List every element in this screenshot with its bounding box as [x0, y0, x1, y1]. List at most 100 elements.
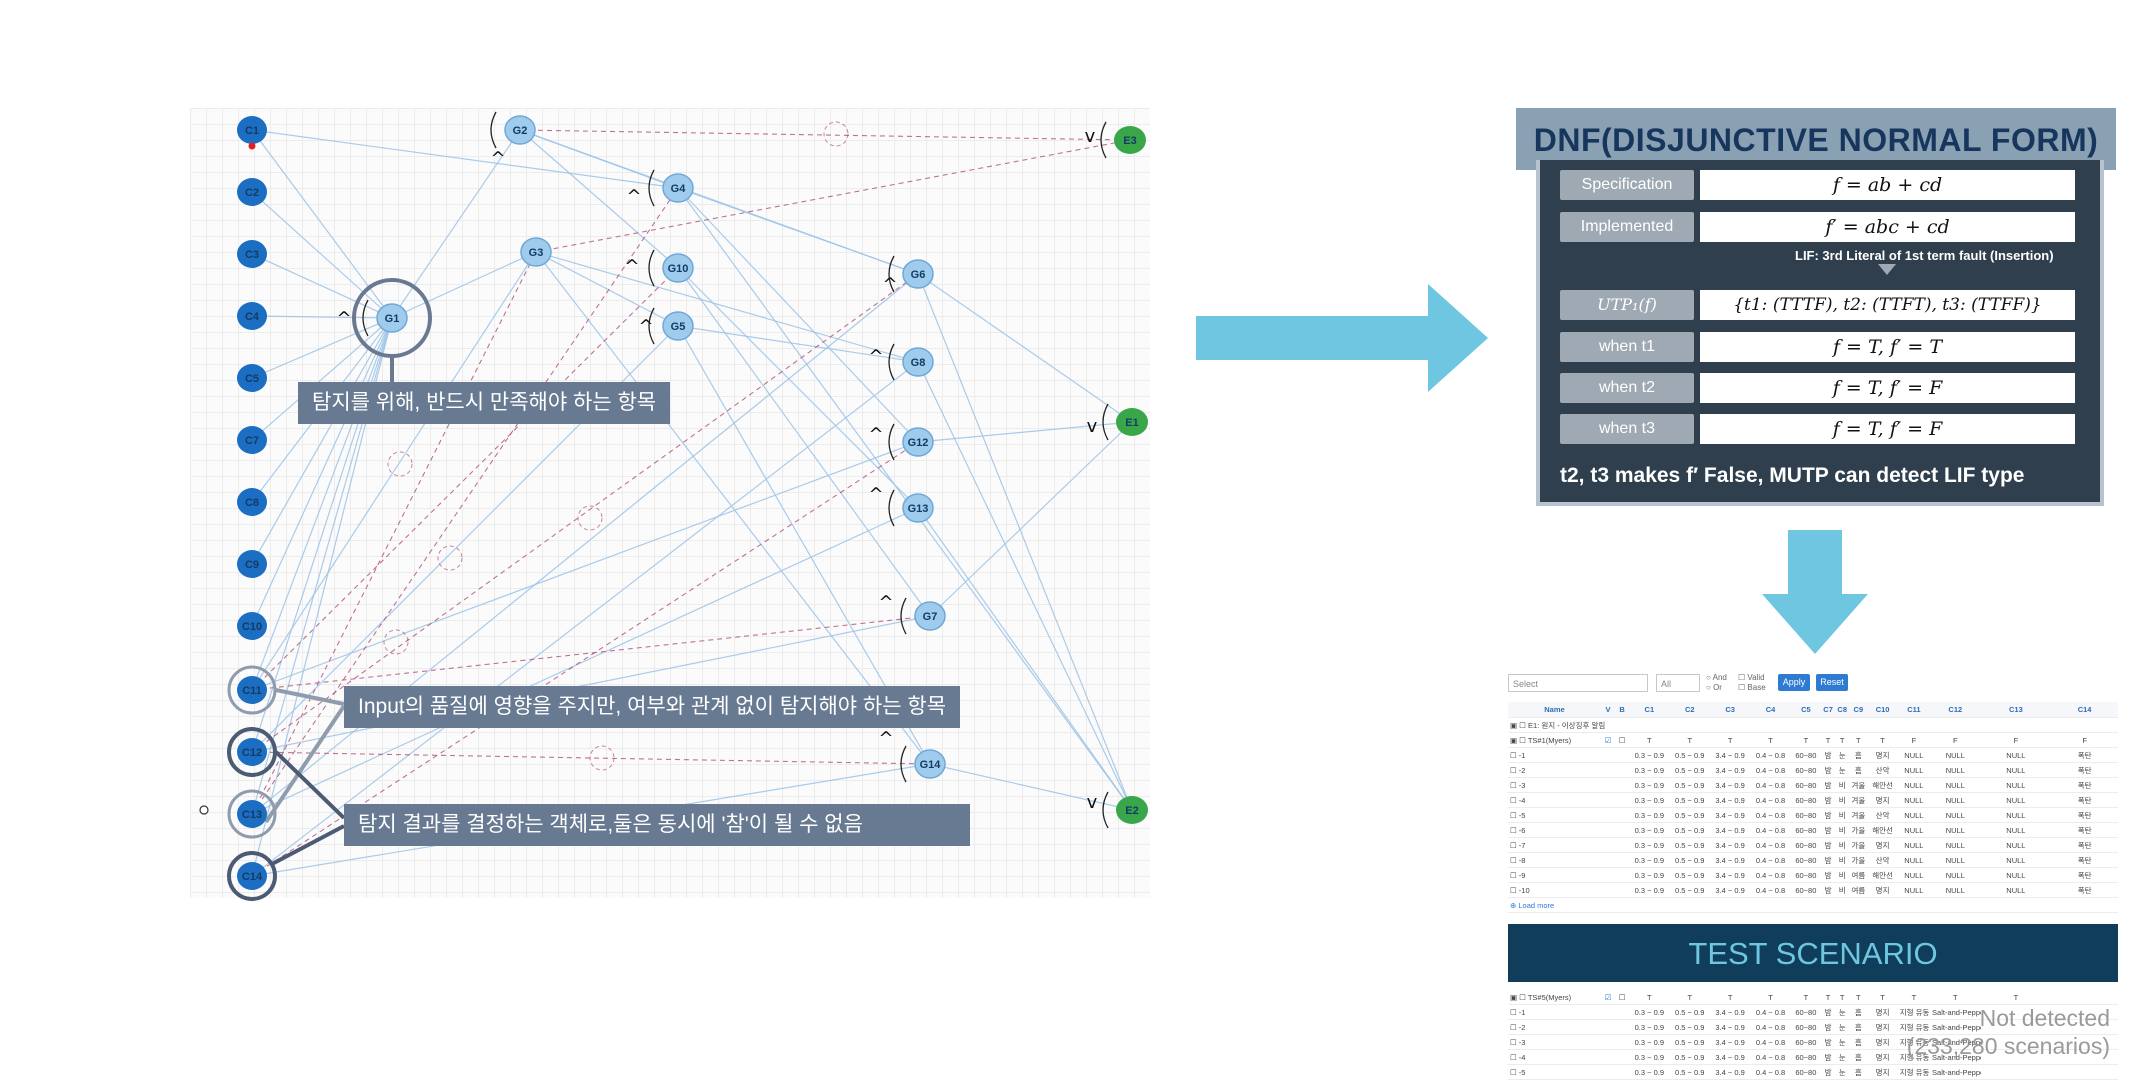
- callout-leader: [274, 750, 346, 820]
- not-detected-label: Not detected: [1979, 1005, 2110, 1031]
- node-circle: [1114, 126, 1146, 154]
- group-label: ▣ ☐ E1: 원지 - 이상징후 알림: [1508, 717, 2118, 733]
- column-header[interactable]: C5: [1790, 702, 1822, 718]
- group-row[interactable]: ▣ ☐ E1: 원지 - 이상징후 알림: [1508, 717, 2118, 733]
- checkbox-valid[interactable]: ☐ Valid: [1738, 673, 1765, 682]
- node-circle: [902, 427, 934, 457]
- column-header[interactable]: C10: [1867, 702, 1898, 718]
- node-C13[interactable]: C13: [237, 800, 267, 828]
- node-G3[interactable]: G3: [520, 237, 552, 267]
- node-G4[interactable]: G4: [662, 173, 694, 203]
- node-G14[interactable]: G14: [914, 749, 946, 779]
- node-E3[interactable]: E3: [1114, 126, 1146, 154]
- node-C14[interactable]: C14: [237, 862, 267, 890]
- node-C7[interactable]: C7: [237, 426, 267, 454]
- node-E2[interactable]: E2: [1116, 796, 1148, 824]
- node-G1[interactable]: G1: [376, 303, 408, 333]
- node-G7[interactable]: G7: [914, 601, 946, 631]
- suite-cell: T: [1835, 732, 1850, 748]
- table-cell: 0.3 ~ 0.9: [1629, 1004, 1670, 1020]
- node-label: C13: [242, 809, 262, 821]
- suite-cell: T: [1930, 990, 1981, 1005]
- edge-G6-E2: [917, 273, 1133, 811]
- column-header[interactable]: C9: [1849, 702, 1868, 718]
- and-operator-icon: ^: [878, 728, 893, 749]
- filter-dropdown[interactable]: All: [1656, 674, 1700, 692]
- node-C4[interactable]: C4: [237, 302, 267, 330]
- column-header[interactable]: C2: [1669, 702, 1710, 718]
- table-cell: 0.3 ~ 0.9: [1629, 1034, 1670, 1050]
- column-header[interactable]: C11: [1897, 702, 1931, 718]
- option-or[interactable]: ○ Or: [1706, 683, 1722, 692]
- column-header[interactable]: Name: [1508, 702, 1601, 718]
- column-header[interactable]: C1: [1629, 702, 1670, 718]
- edge-C7-G1: [251, 317, 393, 441]
- table-cell: 겨울: [1849, 807, 1868, 823]
- node-C1[interactable]: C1: [237, 116, 267, 144]
- node-G2[interactable]: G2: [504, 115, 536, 145]
- constraint-C11-G10: [251, 267, 679, 691]
- node-C10[interactable]: C10: [237, 612, 267, 640]
- table-cell: 0.4 ~ 0.8: [1750, 867, 1791, 883]
- node-C12[interactable]: C12: [237, 738, 267, 766]
- column-header[interactable]: C14: [2051, 702, 2118, 718]
- node-circle: [237, 426, 267, 454]
- column-header[interactable]: V: [1600, 702, 1616, 718]
- node-C2[interactable]: C2: [237, 178, 267, 206]
- reset-button[interactable]: Reset: [1816, 674, 1848, 691]
- table-cell: 0.5 ~ 0.9: [1669, 1019, 1710, 1035]
- checkbox-base[interactable]: ☐ Base: [1738, 683, 1766, 692]
- node-G13[interactable]: G13: [902, 493, 934, 523]
- node-label: C9: [245, 559, 259, 571]
- apply-button[interactable]: Apply: [1778, 674, 1810, 691]
- column-header[interactable]: C13: [1980, 702, 2052, 718]
- column-header[interactable]: C7: [1821, 702, 1836, 718]
- table-cell: 3.4 ~ 0.9: [1709, 1064, 1751, 1080]
- node-C9[interactable]: C9: [237, 550, 267, 578]
- column-header[interactable]: C8: [1835, 702, 1850, 718]
- dnf-row-t2: when t2 f = T, f′ = F: [1560, 373, 2075, 403]
- node-G10[interactable]: G10: [662, 253, 694, 283]
- node-C5[interactable]: C5: [237, 364, 267, 392]
- table-cell: 60~80: [1790, 822, 1822, 838]
- suite-cell: T: [1849, 732, 1868, 748]
- load-more-row[interactable]: ⊕ Load more: [1508, 897, 2118, 913]
- column-header[interactable]: B: [1615, 702, 1630, 718]
- load-more-link[interactable]: ⊕ Load more: [1508, 897, 2118, 913]
- node-C3[interactable]: C3: [237, 240, 267, 268]
- node-C11[interactable]: C11: [237, 676, 267, 704]
- column-header[interactable]: C3: [1709, 702, 1751, 718]
- node-C8[interactable]: C8: [237, 488, 267, 516]
- column-header[interactable]: C12: [1930, 702, 1981, 718]
- edge-C10-G1: [251, 317, 393, 627]
- column-header[interactable]: C4: [1750, 702, 1791, 718]
- node-G8[interactable]: G8: [902, 347, 934, 377]
- option-and[interactable]: ○ And: [1706, 673, 1727, 682]
- table-cell: [1615, 1034, 1630, 1050]
- node-G12[interactable]: G12: [902, 427, 934, 457]
- table-row[interactable]: ☐ -60.3 ~ 0.90.5 ~ 0.93.4 ~ 0.90.4 ~ 0.8…: [1508, 1079, 2118, 1081]
- node-E1[interactable]: E1: [1116, 408, 1148, 436]
- table-cell: [1980, 1034, 2052, 1050]
- node-G6[interactable]: G6: [902, 259, 934, 289]
- table-cell: 3.4 ~ 0.9: [1709, 1049, 1751, 1065]
- select-dropdown[interactable]: Select: [1508, 674, 1648, 692]
- node-G5[interactable]: G5: [662, 311, 694, 341]
